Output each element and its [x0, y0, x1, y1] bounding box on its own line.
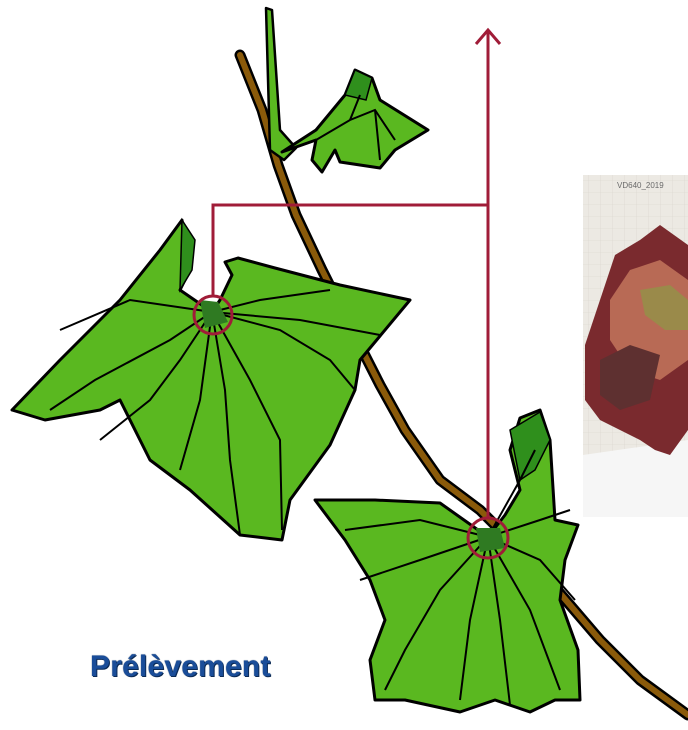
tendril: [266, 8, 296, 160]
leaf-lower: [315, 410, 580, 712]
sample-photo: VD640_2019: [583, 175, 688, 517]
caption-title: Prélèvement: [90, 650, 271, 684]
young-leaf: [282, 70, 428, 172]
leaf-middle: [12, 220, 410, 540]
photo-label: VD640_2019: [617, 181, 664, 190]
